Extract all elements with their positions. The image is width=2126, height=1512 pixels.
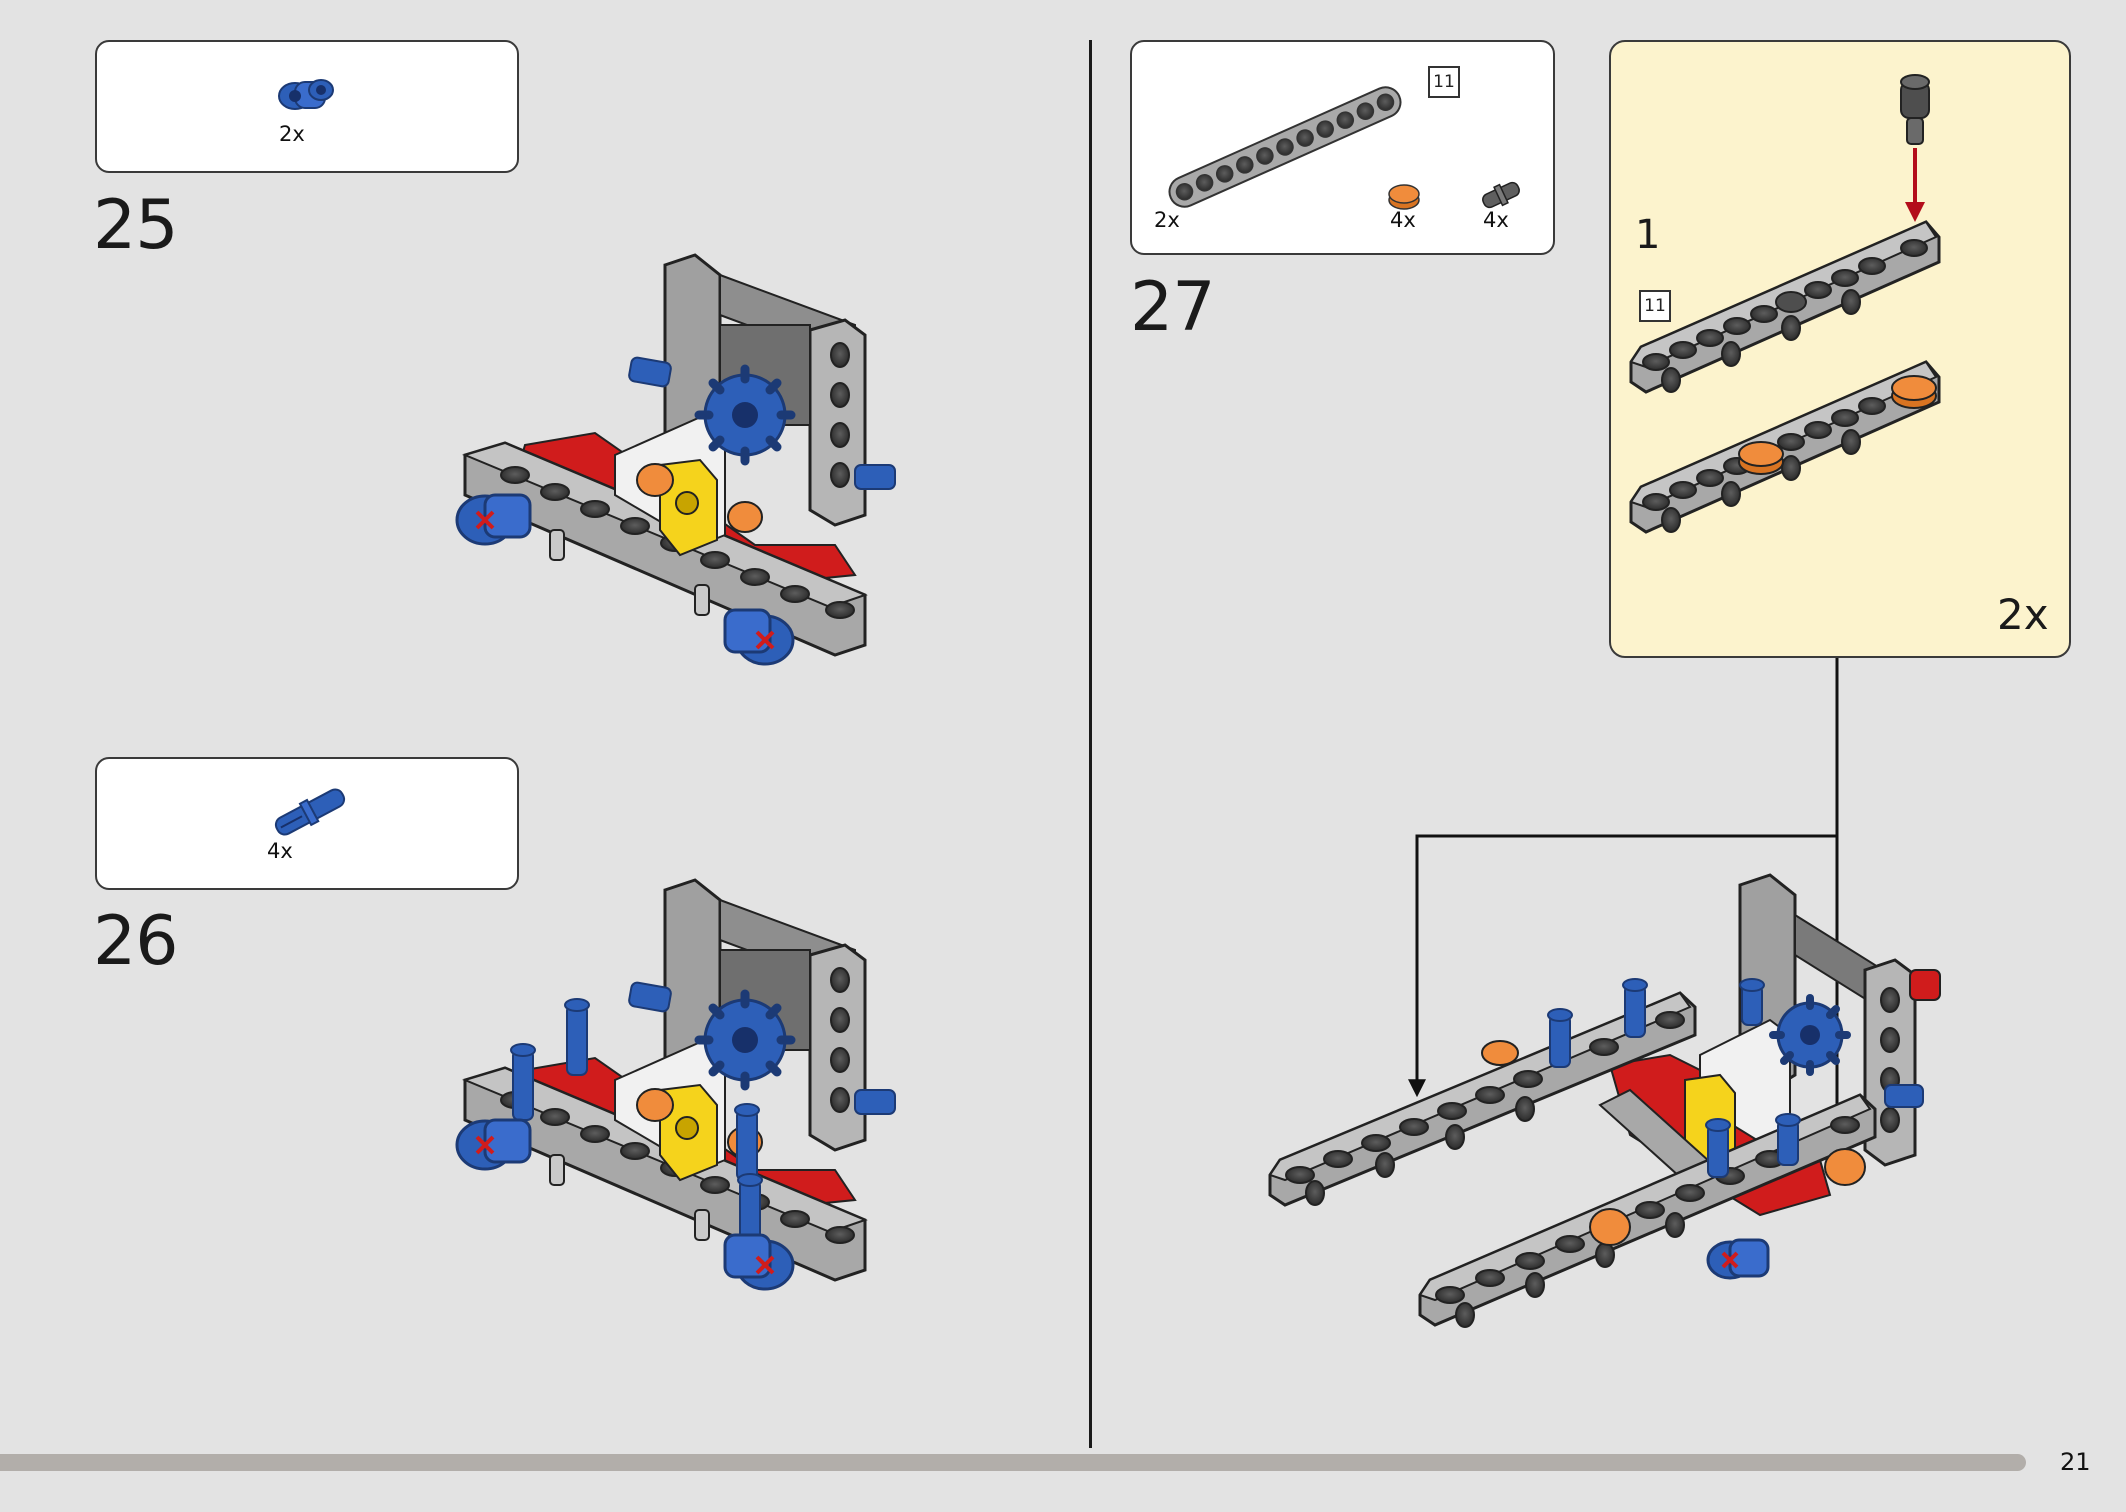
substep-1-illustration bbox=[1629, 74, 1941, 394]
step-27-number: 27 bbox=[1130, 268, 1216, 347]
gray-beam-icon bbox=[1629, 220, 1941, 394]
orange-bush-icon bbox=[1738, 375, 1937, 475]
step-26-number: 26 bbox=[93, 902, 179, 981]
progress-bar bbox=[0, 1454, 2026, 1471]
gray-beam-icon bbox=[1168, 86, 1402, 208]
beam-length-indicator: 11 bbox=[1428, 66, 1460, 98]
step-26-part-qty: 4x bbox=[267, 839, 293, 863]
blue-connector-icon bbox=[278, 79, 334, 110]
step-25-parts-callout: 2x bbox=[95, 40, 519, 173]
step-27-pin-qty: 4x bbox=[1483, 208, 1509, 232]
subassembly-multiplier: 2x bbox=[1997, 590, 2049, 639]
gray-pin-icon bbox=[1900, 74, 1930, 145]
subassembly-panel: 1 11 2 2x bbox=[1609, 40, 2071, 658]
step-25-assembly-illustration bbox=[455, 253, 896, 666]
orange-bush-icon bbox=[1388, 184, 1420, 210]
step-26-assembly-illustration bbox=[455, 878, 896, 1291]
step-25-number: 25 bbox=[93, 186, 179, 265]
substep-1-label: 1 bbox=[1635, 212, 1661, 258]
blue-pin-icon bbox=[274, 788, 346, 836]
gray-pin-icon bbox=[1482, 181, 1520, 209]
step-27-assembly-illustration bbox=[1268, 873, 1941, 1328]
step-26-parts-callout: 4x bbox=[95, 757, 519, 890]
step-27-beam-qty: 2x bbox=[1154, 208, 1180, 232]
page-divider bbox=[1089, 40, 1092, 1448]
gray-beam-icon bbox=[1629, 360, 1941, 534]
substep-2-illustration bbox=[1629, 360, 1941, 534]
substep-1-beam-length: 11 bbox=[1639, 290, 1671, 322]
step-27-parts-callout: 11 2x 4x 4x bbox=[1130, 40, 1555, 255]
step-25-part-qty: 2x bbox=[279, 122, 305, 146]
page-number: 21 bbox=[2060, 1448, 2091, 1476]
step-27-bush-qty: 4x bbox=[1390, 208, 1416, 232]
